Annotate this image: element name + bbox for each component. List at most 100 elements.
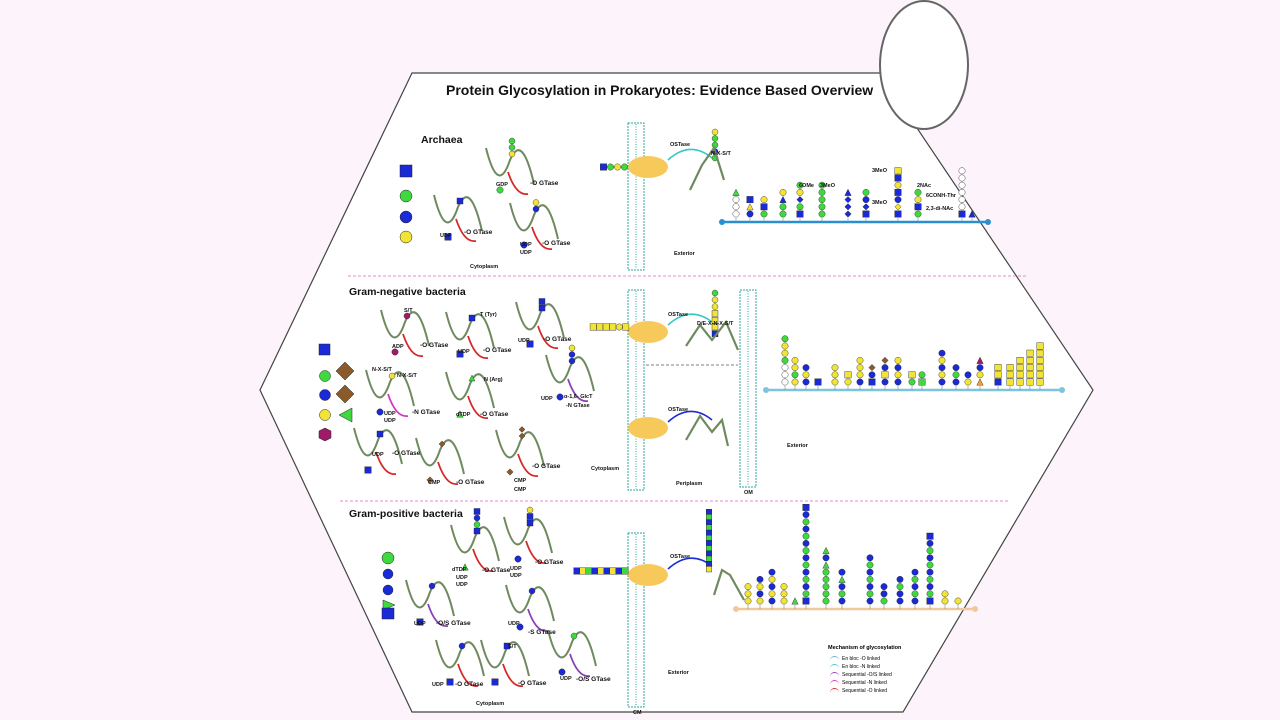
sugar-triangle (779, 195, 787, 204)
sugar-square (1016, 378, 1024, 386)
sugar-circle (818, 210, 826, 218)
sugar-circle (768, 590, 776, 598)
label-exterior-archaea: Exterior (674, 251, 695, 257)
protein-backbone (480, 639, 530, 677)
sugar-circle (802, 554, 810, 562)
sugar-circle (615, 323, 623, 331)
label-gp-st: S/T (508, 644, 517, 650)
transfer-arrow (517, 453, 539, 477)
legend-label: Sequential -O/S linked (842, 671, 892, 678)
legend-item-en-bloc-o: En bloc -O linked (830, 655, 880, 662)
label-gp-dtdp: dTDP (452, 567, 467, 573)
sugar-square (706, 545, 713, 552)
sugar-circle (802, 518, 810, 526)
sugar-circle (894, 364, 902, 371)
sugar-diamond (844, 203, 852, 211)
sugar-circle (822, 568, 830, 576)
sugar-circle (781, 349, 789, 357)
sugar-circle (760, 210, 768, 218)
sugar-circle (791, 364, 799, 371)
sugar-circle (711, 135, 719, 142)
sugar-circle (458, 642, 466, 650)
legend-label: Sequential -N linked (842, 679, 887, 686)
sugar-square (1036, 364, 1044, 371)
sugar-square (1036, 342, 1044, 350)
protein-after-ost-gneg-1 (685, 319, 740, 351)
legend-item-seq-os: Sequential -O/S linked (830, 671, 892, 678)
sugar-square (468, 314, 476, 322)
sugar-square (376, 430, 384, 438)
sugar-square (473, 508, 481, 515)
label-site-archaea: N-X-S/T (711, 151, 731, 157)
sugar-circle (732, 203, 740, 211)
sugar-circle (954, 597, 962, 605)
sugar-circle (711, 128, 719, 136)
ostase-gneg-2 (628, 417, 668, 439)
sugar-circle (796, 181, 804, 189)
sugar-circle (473, 514, 481, 522)
sugar-square (591, 567, 599, 575)
sugar-square (760, 203, 768, 211)
sugar-square (1006, 378, 1014, 386)
sugar-circle (614, 163, 621, 171)
label-gn-dtdp: dTDP (456, 412, 471, 418)
sugar-square (603, 567, 611, 575)
sugar-square (602, 323, 610, 331)
sugar-triangle (822, 561, 830, 569)
sugar-circle (780, 597, 788, 605)
label-gp-udp-7: UDP (432, 682, 444, 688)
legend-swatch (830, 687, 839, 694)
sugar-circle (914, 210, 922, 218)
protein-after-ost-gneg-2 (685, 414, 730, 447)
sugar-key-gpos (381, 551, 396, 620)
sugar-circle (952, 364, 960, 371)
sugar-diamond (426, 476, 434, 484)
transfer-arrow (472, 548, 494, 572)
label-gn-udp-3: UDP (384, 411, 396, 417)
sugar-circle (756, 590, 764, 598)
protein-backbone (547, 629, 597, 667)
glycan-chain-gneg (589, 323, 630, 331)
legend-title: Mechanism of glycosylation (828, 645, 902, 651)
sugar-square (456, 350, 464, 358)
sugar-circle (838, 568, 846, 576)
sugar-circle (768, 576, 776, 583)
sugar-square (926, 532, 934, 540)
label-gn-ogtase-1: -O GTase (420, 342, 449, 349)
sugar-square (573, 567, 581, 575)
sugar-square (958, 210, 966, 218)
sugar-circle (711, 303, 719, 310)
sugar-circle (802, 561, 810, 569)
sugar-circle (911, 568, 919, 576)
sugar-square (600, 163, 607, 171)
transfer-arrow (531, 226, 553, 250)
sugar-diamond (506, 468, 514, 476)
glycan-chain-gpos (573, 567, 629, 575)
page-title: Protein Glycosylation in Prokaryotes: Ev… (446, 82, 874, 98)
sugar-circle (791, 371, 799, 379)
sugar-square (622, 323, 630, 331)
sugar-circle (862, 196, 870, 204)
sugar-square (615, 567, 623, 575)
sugar-square (596, 323, 604, 331)
sugar-square (711, 323, 719, 331)
sugar-square (926, 597, 934, 605)
sugar-triangle (838, 575, 846, 583)
sugar-circle (532, 199, 540, 206)
sugar-circle (744, 590, 752, 598)
sugar-square (538, 298, 546, 305)
label-gn-ogtase-6: -O GTase (456, 479, 485, 486)
transfer-arrow (457, 663, 479, 687)
label-gn-ogtase-2: -O GTase (483, 347, 512, 354)
label-ar-ogtase-2: -O GTase (464, 229, 493, 236)
ostase-gpos (628, 564, 668, 586)
sugar-circle (802, 532, 810, 540)
sugar-circle (520, 241, 528, 249)
sugar-circle (796, 203, 804, 211)
label-gp-udp-2: UDP (456, 582, 468, 588)
sugar-circle (516, 623, 524, 631)
sugar-diamond (844, 210, 852, 218)
sugar-circle (744, 583, 752, 590)
sugar-square (1006, 364, 1014, 371)
legend-swatch (830, 671, 839, 678)
